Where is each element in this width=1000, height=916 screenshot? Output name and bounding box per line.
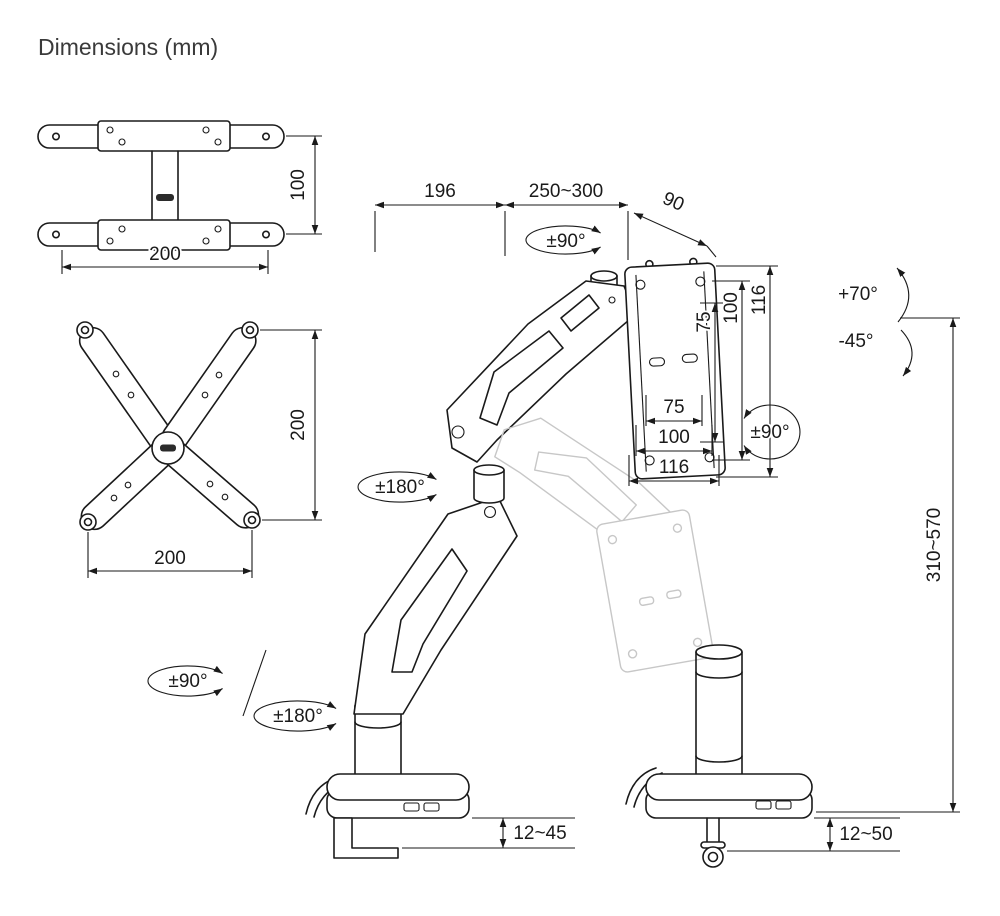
dim-label-vesa-h100: 100	[658, 427, 690, 448]
ghost-vesa-plate	[596, 509, 714, 673]
dim-label-height-range: 310~570	[924, 508, 945, 583]
dim-label-plate-x-height: 200	[288, 409, 309, 441]
label-head-swivel: ±90°	[546, 231, 585, 252]
dim-label-vesa-h116: 116	[659, 457, 689, 478]
dim-label-plate-x-width: 200	[154, 548, 186, 569]
dim-height-range: 310~570	[816, 317, 960, 813]
dim-label-250-300: 250~300	[529, 181, 604, 202]
usb-port-icon	[423, 802, 440, 812]
dim-plate-top-width: 200	[61, 242, 269, 274]
desk-clamp-bracket	[333, 817, 399, 859]
dim-label-vesa-v100: 100	[721, 292, 742, 324]
rotation-base: ±90° ±180°	[147, 649, 337, 732]
dim-top-chain: 196 250~300	[374, 179, 629, 260]
divider-slash	[242, 649, 267, 717]
dim-label-plate-top-height: 100	[288, 169, 309, 201]
upper-arm	[446, 280, 637, 463]
clamp-base-top	[326, 773, 470, 801]
label-base-swivel: ±90°	[168, 671, 207, 692]
dim-plate-top-height: 100	[286, 135, 322, 235]
vesa-plate-top-view	[37, 120, 285, 251]
rotation-elbow: ±180°	[357, 471, 437, 503]
dim-vesa-horizontal: 75 100 116	[628, 395, 720, 486]
dim-clamp-range: 12~45	[402, 817, 575, 849]
grommet-base-top	[645, 773, 813, 801]
ghost-arm-position	[494, 417, 714, 673]
dim-label-vesa-h75: 75	[663, 397, 684, 418]
label-elbow-rotation: ±180°	[375, 477, 425, 498]
rotation-head-swivel: ±90°	[525, 225, 601, 255]
dim-plate-x-height: 200	[260, 329, 322, 521]
dim-head-depth: 90	[633, 186, 717, 258]
lower-arm	[353, 496, 518, 715]
rotation-vesa: ±90°	[743, 404, 801, 460]
label-vesa-rotation: ±90°	[750, 422, 789, 443]
elbow-joint	[473, 464, 505, 504]
dim-label-vesa-v75: 75	[694, 311, 715, 332]
dim-label-196: 196	[424, 181, 456, 202]
tilt-angles: +70° -45°	[836, 267, 913, 377]
grommet-base	[625, 644, 813, 868]
usb-port-icon	[755, 800, 772, 810]
label-tilt-up: +70°	[838, 284, 878, 305]
usb-port-icon	[775, 800, 792, 810]
clamp-base	[305, 698, 470, 859]
dim-label-90: 90	[659, 188, 687, 216]
page-title: Dimensions (mm)	[38, 34, 218, 60]
dim-label-vesa-v116: 116	[749, 285, 770, 315]
vesa-plate-x-view	[76, 321, 261, 531]
dim-label-plate-top-width: 200	[149, 244, 181, 265]
label-tilt-down: -45°	[838, 331, 873, 352]
dim-plate-x-width: 200	[87, 530, 253, 578]
dim-grommet-range: 12~50	[727, 817, 900, 852]
usb-port-icon	[403, 802, 420, 812]
dim-label-clamp-range: 12~45	[513, 823, 566, 844]
dim-vesa-vertical: 75 100 116	[692, 265, 778, 478]
label-base-rotation: ±180°	[273, 706, 323, 727]
dim-label-grommet-range: 12~50	[839, 824, 892, 845]
